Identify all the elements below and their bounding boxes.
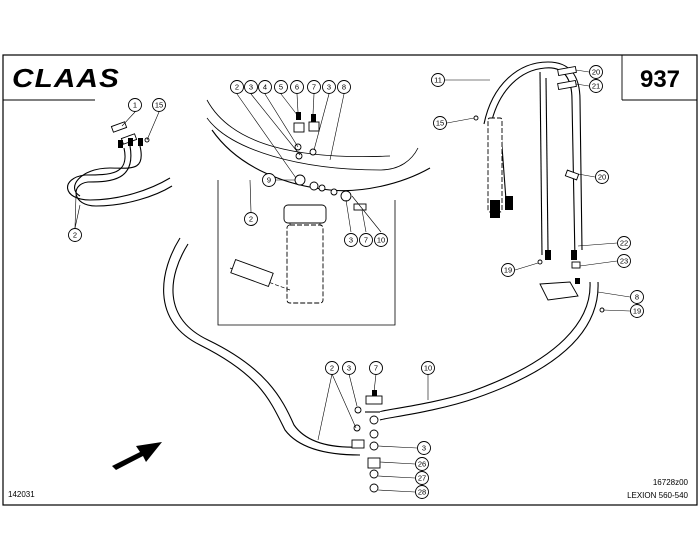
callout-10: 10 [374,233,388,247]
callout-7: 7 [359,233,373,247]
svg-text:15: 15 [436,119,444,128]
callout-5: 5 [274,80,288,94]
svg-text:7: 7 [374,364,378,373]
svg-text:20: 20 [598,173,606,182]
svg-text:2: 2 [235,83,239,92]
svg-text:6: 6 [295,83,299,92]
svg-text:10: 10 [424,364,432,373]
callout-1: 1 [128,98,142,112]
callout-8: 8 [337,80,351,94]
footer-drawing-ref: 16728z00 [653,478,689,487]
callout-20: 20 [589,65,603,79]
filter-assembly [206,99,431,326]
callout-19: 19 [501,263,515,277]
callout-3: 3 [417,441,431,455]
svg-text:10: 10 [377,236,385,245]
callout-2: 2 [68,228,82,242]
svg-text:9: 9 [267,176,271,185]
svg-text:7: 7 [312,83,316,92]
svg-text:11: 11 [434,76,442,85]
svg-text:3: 3 [327,83,331,92]
svg-text:27: 27 [418,474,426,483]
callout-15: 15 [433,116,447,130]
svg-text:3: 3 [349,236,353,245]
main-hose-loop [163,237,383,493]
svg-text:26: 26 [418,460,426,469]
svg-text:22: 22 [620,239,628,248]
svg-text:20: 20 [592,68,600,77]
page-number: 937 [640,66,680,93]
svg-text:2: 2 [73,231,77,240]
callout-7: 7 [369,361,383,375]
callout-3: 3 [344,233,358,247]
svg-text:7: 7 [364,236,368,245]
cylinder-line-assembly [379,61,605,421]
svg-text:21: 21 [592,82,600,91]
callout-20: 20 [595,170,609,184]
callout-19: 19 [630,304,644,318]
hose-pair-assembly [67,121,173,207]
callout-10: 10 [421,361,435,375]
svg-text:3: 3 [249,83,253,92]
callout-3: 3 [342,361,356,375]
svg-text:3: 3 [347,364,351,373]
callout-23: 23 [617,254,631,268]
footer-model: LEXION 560-540 [627,491,688,500]
svg-text:2: 2 [330,364,334,373]
callout-3: 3 [322,80,336,94]
callout-22: 22 [617,236,631,250]
svg-text:23: 23 [620,257,628,266]
svg-text:3: 3 [422,444,426,453]
callout-3: 3 [244,80,258,94]
callout-11: 11 [431,73,445,87]
callout-8: 8 [630,290,644,304]
footer-left-code: 142031 [8,490,35,499]
callout-27: 27 [415,471,429,485]
callout-9: 9 [262,173,276,187]
direction-arrow [112,442,162,470]
svg-text:CLAAS: CLAAS [12,63,120,93]
svg-text:1: 1 [133,101,137,110]
callout-2: 2 [230,80,244,94]
svg-text:15: 15 [155,101,163,110]
svg-text:4: 4 [263,83,267,92]
callout-26: 26 [415,457,429,471]
callout-7: 7 [307,80,321,94]
svg-text:8: 8 [635,293,639,302]
callout-6: 6 [290,80,304,94]
callout-21: 21 [589,79,603,93]
svg-text:19: 19 [633,307,641,316]
callout-2: 2 [244,212,258,226]
svg-text:5: 5 [279,83,283,92]
svg-text:2: 2 [249,215,253,224]
callout-28: 28 [415,485,429,499]
svg-text:19: 19 [504,266,512,275]
callout-2: 2 [325,361,339,375]
callout-15: 15 [152,98,166,112]
leader-lines [74,69,631,493]
callout-4: 4 [258,80,272,94]
sheet-border [2,54,698,506]
claas-logo: CLAAS [12,63,120,93]
svg-text:8: 8 [342,83,346,92]
svg-text:28: 28 [418,488,426,497]
